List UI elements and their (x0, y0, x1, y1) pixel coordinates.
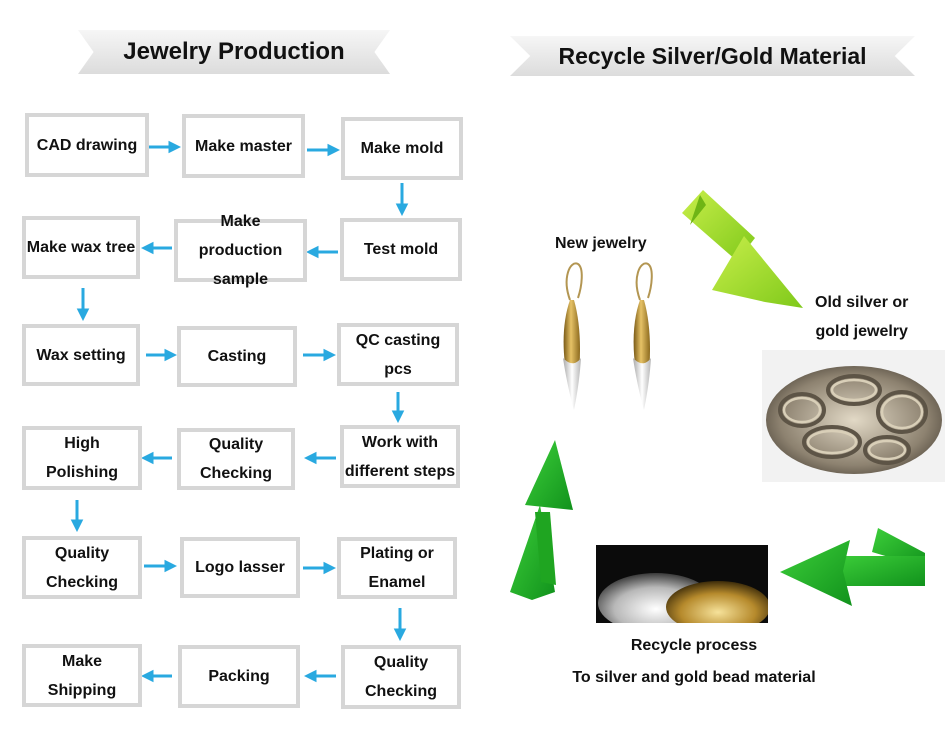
step-make-wax-tree: Make wax tree (22, 216, 140, 279)
step-make-mold: Make mold (341, 117, 463, 180)
step-quality-checking-2: Quality Checking (22, 536, 142, 599)
step-qc-casting-pcs: QC casting pcs (337, 323, 459, 386)
recycle-process-label: Recycle process To silver and gold bead … (572, 637, 816, 686)
step-cad-drawing: CAD drawing (25, 113, 149, 177)
old-jewelry-image (762, 350, 945, 482)
earring (633, 300, 651, 410)
step-logo-lasser: Logo lasser (180, 537, 300, 598)
recycle-arrow-to-new-jewelry (510, 440, 573, 600)
earring (565, 262, 653, 301)
old-jewelry-label: Old silver or gold jewelry (815, 294, 909, 340)
step-make-master: Make master (182, 114, 305, 178)
step-test-mold: Test mold (340, 218, 462, 281)
step-work-with-different-steps: Work with different steps (340, 425, 460, 488)
earring (563, 300, 581, 410)
earrings-image (563, 262, 653, 410)
step-packing: Packing (178, 645, 300, 708)
step-wax-setting: Wax setting (22, 324, 140, 386)
recycle-arrow-to-old-jewelry (682, 190, 803, 308)
beads-image (596, 545, 768, 623)
new-jewelry-label: New jewelry (555, 235, 647, 252)
step-high-polishing: High Polishing (22, 426, 142, 490)
step-quality-checking-3: Quality Checking (341, 645, 461, 709)
step-quality-checking-1: Quality Checking (177, 428, 295, 490)
recycle-arrow-to-recycle-process (780, 528, 925, 606)
step-casting: Casting (177, 326, 297, 387)
recycle-heading: Recycle Silver/Gold Material (510, 36, 915, 76)
step-make-production-sample: Make production sample (174, 213, 307, 288)
step-plating-or-enamel: Plating or Enamel (337, 537, 457, 599)
step-make-shipping: Make Shipping (22, 644, 142, 707)
production-heading: Jewelry Production (78, 30, 390, 74)
